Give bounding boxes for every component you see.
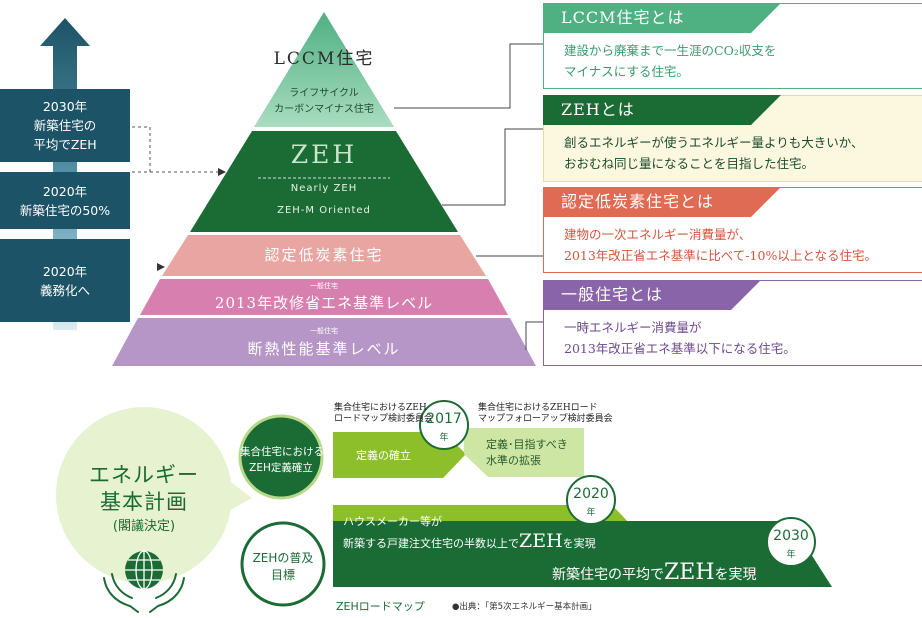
pyramid-dannetsu — [112, 318, 536, 366]
zeh-sub2: ZEH-M Oriented — [277, 205, 371, 216]
definition-zeh: ZEHとは 創るエネルギーが使うエネルギー量よりも大きいか、 おおむね同じ量にな… — [543, 95, 922, 182]
lccm-sub1: ライフサイクル — [289, 88, 359, 99]
definition-general: 一般住宅とは 一時エネルギー消費量が 2013年改正省エネ基準以下になる住宅。 — [543, 280, 922, 366]
energy-plan-line2: 基本計画 — [100, 490, 188, 514]
roadmap-caption: ZEHロードマップ — [336, 600, 425, 613]
pyramid-2013 — [140, 279, 508, 315]
energy-plan-line3: (閣議決定) — [112, 519, 176, 534]
level2013-title: 2013年改修省エネ基準レベル — [214, 294, 434, 312]
energy-plan-line1: エネルギー — [89, 463, 199, 487]
committee2-line1: 集合住宅におけるZEHロード — [478, 403, 598, 413]
nintei-title: 認定低炭素住宅 — [264, 246, 384, 264]
definition-lccm-title: LCCM住宅とは — [543, 3, 781, 33]
expand-line1: 定義･目指すべき — [486, 438, 568, 451]
definition-zeh-body: 創るエネルギーが使うエネルギー量よりも大きいか、 おおむね同じ量になることを目指… — [564, 135, 864, 171]
pyramid-lccm — [254, 12, 394, 127]
committee1-line2: ロードマップ検討委員会 — [334, 414, 434, 424]
definition-general-body: 一時エネルギー消費量が 2013年改正省エネ基準以下になる住宅。 — [564, 320, 796, 356]
zeh-title: ZEH — [290, 140, 358, 169]
pyramid-graphic — [112, 12, 543, 366]
year-2030-nen: 年 — [786, 550, 796, 560]
circle2-line1: ZEHの普及 — [252, 551, 314, 565]
definition-lccm: LCCM住宅とは 建設から廃棄まで一生涯のCO₂収支を マイナスにする住宅。 — [543, 3, 922, 89]
hands-icon — [103, 573, 185, 613]
energy-plan-bubble — [56, 407, 232, 583]
year-2017: 2017 — [426, 411, 462, 427]
house-line2: 新築する戸建注文住宅の半数以上でZEHを実現 — [343, 530, 596, 552]
timeline-box-2020-50: 2020年 新築住宅の50% — [0, 172, 130, 229]
circle1-line2: ZEH定義確立 — [249, 462, 313, 474]
year-circle-2030 — [766, 517, 816, 567]
dannetsu-small: 一般住宅 — [310, 327, 338, 335]
definition-nintei: 認定低炭素住宅とは 建物の一次エネルギー消費量が、 2013年改正省エネ基準に比… — [543, 187, 922, 273]
leader-zeh — [442, 128, 543, 206]
average-zeh-label: 新築住宅の平均でZEHを実現 — [552, 560, 757, 585]
timeline-box-2020-mandatory: 2020年 義務化へ — [0, 239, 130, 322]
bar-average — [333, 521, 832, 587]
circle-zeh-definition — [238, 414, 324, 500]
committee1-line1: 集合住宅におけるZEH — [334, 403, 427, 413]
definition-lccm-body: 建設から廃棄まで一生涯のCO₂収支を マイナスにする住宅。 — [564, 43, 777, 79]
level2013-small: 一般住宅 — [310, 282, 338, 290]
arrowhead-2013 — [157, 263, 165, 271]
definition-zeh-title: ZEHとは — [543, 95, 781, 125]
roadmap-graphic — [56, 400, 832, 613]
house-line1: ハウスメーカー等が — [343, 515, 442, 528]
leader-lccm — [394, 43, 543, 109]
bar-expansion — [464, 428, 584, 477]
pyramid-zeh — [190, 131, 458, 232]
circle1-line1: 集合住宅における — [240, 446, 324, 458]
committee2-line2: マップフォローアップ検討委員会 — [478, 414, 613, 424]
define-label: 定義の確立 — [356, 449, 411, 462]
dannetsu-title: 断熱性能基準レベル — [247, 340, 401, 358]
expand-line2: 水準の拡張 — [486, 454, 541, 467]
year-2020-nen: 年 — [586, 508, 596, 518]
year-2020: 2020 — [573, 486, 609, 502]
lccm-title: LCCM住宅 — [273, 49, 375, 69]
lccm-sub2: カーボンマイナス住宅 — [274, 104, 374, 115]
definition-general-title: 一般住宅とは — [543, 280, 761, 310]
pyramid-nintei — [162, 235, 486, 276]
year-2017-nen: 年 — [439, 433, 449, 443]
definition-nintei-body: 建物の一次エネルギー消費量が、 2013年改正省エネ基準に比べて-10%以上とな… — [564, 227, 877, 263]
definition-nintei-title: 認定低炭素住宅とは — [543, 187, 781, 217]
leader-dannetsu — [525, 321, 543, 350]
source-note: ●出典：「第5次エネルギー基本計画」 — [452, 602, 597, 612]
zeh-sub1: Nearly ZEH — [290, 183, 358, 194]
arrowhead-zeh — [218, 168, 226, 176]
timeline-box-2030: 2030年 新築住宅の 平均でZEH — [0, 89, 130, 162]
circle-zeh-target — [240, 521, 326, 607]
globe-icon — [125, 550, 163, 590]
year-2030: 2030 — [773, 528, 809, 544]
energy-plan-bubble-tail — [212, 470, 252, 520]
circle2-line2: 目標 — [270, 568, 295, 582]
year-circle-2017 — [419, 400, 469, 450]
year-circle-2020 — [566, 475, 616, 525]
